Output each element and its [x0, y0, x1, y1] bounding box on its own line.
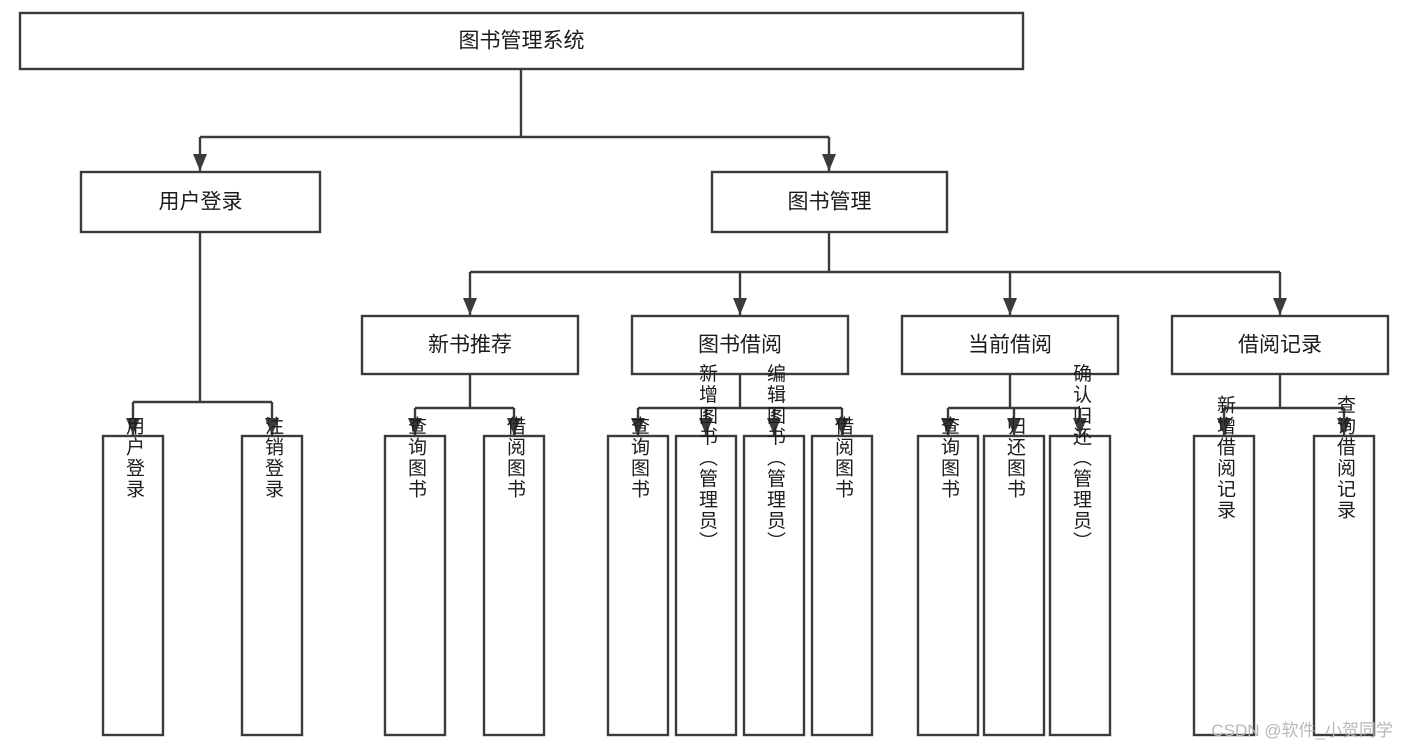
- conn-root-to-level2: [193, 69, 836, 171]
- node-leaf-logout-login-box: [240, 434, 304, 737]
- node-current-borrow-label: 当前借阅: [968, 334, 1052, 357]
- node-leaf-logout-login[interactable]: 注销登录: [240, 416, 304, 737]
- node-leaf-borrow-book[interactable]: 借阅图书: [810, 416, 874, 737]
- node-leaf-return-book-box: [982, 434, 1046, 737]
- node-leaf-query-book-borrow[interactable]: 查询图书: [606, 416, 670, 737]
- node-leaf-return-book[interactable]: 归还图书: [982, 416, 1046, 737]
- node-leaf-logout-login-label: 注销登录: [262, 416, 284, 500]
- node-leaf-add-book-admin[interactable]: 新增图书（管理员）: [674, 363, 738, 737]
- node-title-system-box: [18, 11, 1025, 71]
- node-title-system-label: 图书管理系统: [459, 30, 585, 53]
- node-leaf-confirm-return-admin[interactable]: 确认归还（管理员）: [1048, 363, 1112, 737]
- node-leaf-borrow-book-new[interactable]: 借阅图书: [482, 416, 546, 737]
- node-user-login-box: [79, 170, 322, 234]
- node-borrow-record-box: [1170, 314, 1390, 376]
- node-leaf-query-book-borrow-label: 查询图书: [628, 416, 650, 500]
- node-leaf-confirm-return-admin-box: [1048, 434, 1112, 737]
- conn-bookmgmt-to-level3: [463, 232, 1287, 315]
- node-leaf-user-login-box: [101, 434, 165, 737]
- node-title-system[interactable]: 图书管理系统: [18, 11, 1025, 71]
- node-borrow-record-label: 借阅记录: [1238, 334, 1322, 357]
- node-leaf-query-book-new-label: 查询图书: [405, 416, 427, 500]
- node-leaf-query-book-new[interactable]: 查询图书: [383, 416, 447, 737]
- node-leaf-borrow-book-new-box: [482, 434, 546, 737]
- node-new-book-recommend-label: 新书推荐: [428, 334, 512, 357]
- node-leaf-edit-book-admin-box: [742, 434, 806, 737]
- conn-userlogin-to-leaves: [126, 232, 279, 435]
- node-borrow-record[interactable]: 借阅记录: [1170, 314, 1390, 376]
- node-leaf-query-borrow-record-box: [1312, 434, 1376, 737]
- node-user-login-label: 用户登录: [159, 191, 243, 214]
- node-leaf-add-book-admin-box: [674, 434, 738, 737]
- node-leaf-add-borrow-record-box: [1192, 434, 1256, 737]
- node-leaf-query-book-current[interactable]: 查询图书: [916, 416, 980, 737]
- connectors-layer: [126, 69, 1351, 435]
- node-leaf-confirm-return-admin-label: 确认归还（管理员）: [1070, 363, 1092, 552]
- node-leaf-borrow-book-new-label: 借阅图书: [504, 416, 526, 500]
- node-book-management-label: 图书管理: [788, 191, 872, 214]
- conn-currentborrow-to-leaves: [941, 374, 1087, 435]
- node-leaf-query-book-borrow-box: [606, 434, 670, 737]
- node-leaf-edit-book-admin[interactable]: 编辑图书（管理员）: [742, 363, 806, 737]
- node-book-borrow-label: 图书借阅: [698, 334, 782, 357]
- node-current-borrow-box: [900, 314, 1120, 376]
- node-leaf-add-borrow-record[interactable]: 新增借阅记录: [1192, 395, 1256, 737]
- node-new-book-recommend-box: [360, 314, 580, 376]
- node-leaf-add-book-admin-label: 新增图书（管理员）: [696, 363, 718, 552]
- node-leaf-query-borrow-record[interactable]: 查询借阅记录: [1312, 395, 1376, 737]
- node-book-management-box: [710, 170, 949, 234]
- node-new-book-recommend[interactable]: 新书推荐: [360, 314, 580, 376]
- node-leaf-borrow-book-box: [810, 434, 874, 737]
- conn-borrowrecord-to-leaves: [1217, 374, 1351, 435]
- nodes-layer: 图书管理系统用户登录图书管理新书推荐图书借阅当前借阅借阅记录用户登录注销登录查询…: [18, 11, 1390, 737]
- node-book-management[interactable]: 图书管理: [710, 170, 949, 234]
- node-leaf-query-book-current-box: [916, 434, 980, 737]
- csdn-watermark: CSDN @软件_小贺同学: [1211, 721, 1393, 740]
- node-leaf-edit-book-admin-label: 编辑图书（管理员）: [764, 363, 786, 552]
- node-book-borrow-box: [630, 314, 850, 376]
- conn-newbook-to-leaves: [408, 374, 521, 435]
- node-leaf-borrow-book-label: 借阅图书: [832, 416, 854, 500]
- node-leaf-query-book-new-box: [383, 434, 447, 737]
- node-leaf-query-book-current-label: 查询图书: [938, 416, 960, 500]
- node-leaf-user-login-label: 用户登录: [123, 416, 145, 500]
- node-leaf-query-borrow-record-label: 查询借阅记录: [1334, 395, 1356, 521]
- node-leaf-user-login[interactable]: 用户登录: [101, 416, 165, 737]
- node-user-login[interactable]: 用户登录: [79, 170, 322, 234]
- node-leaf-return-book-label: 归还图书: [1004, 416, 1026, 500]
- node-book-borrow[interactable]: 图书借阅: [630, 314, 850, 376]
- node-current-borrow[interactable]: 当前借阅: [900, 314, 1120, 376]
- conn-bookborrow-to-leaves: [631, 374, 849, 435]
- node-leaf-add-borrow-record-label: 新增借阅记录: [1214, 395, 1236, 521]
